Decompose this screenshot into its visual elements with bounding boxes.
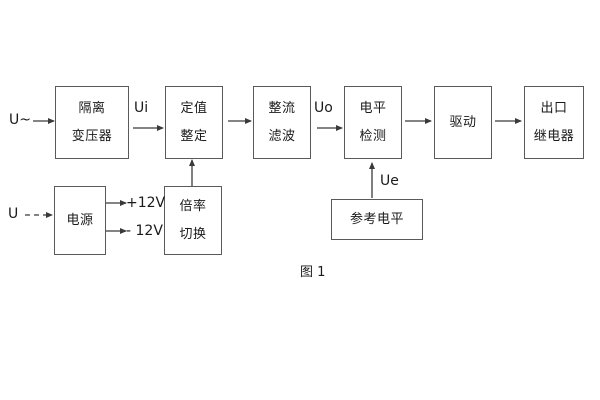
block-reference-level[interactable]: 参考电平 [331,199,423,240]
block-rectify-filter-line-2: 滤波 [268,128,296,144]
block-power-supply[interactable]: 电源 [54,186,106,255]
block-multiplier-switch[interactable]: 倍率 切换 [164,186,222,255]
block-multiplier-switch-line-2: 切换 [179,226,207,242]
label-input-ac: U~ [9,112,31,128]
label-ue: Ue [380,173,399,189]
block-power-supply-line-1: 电源 [66,212,94,228]
block-output-relay[interactable]: 出口 继电器 [524,86,584,159]
block-isolation-transformer-line-2: 变压器 [71,128,113,144]
block-setpoint-adjust-line-2: 整定 [180,128,208,144]
figure-caption: 图 1 [300,265,326,280]
block-setpoint-adjust-line-1: 定值 [180,100,208,116]
block-isolation-transformer-line-1: 隔离 [78,100,106,116]
label-input-dc: U [8,206,19,222]
block-output-relay-line-1: 出口 [540,100,568,116]
block-drive[interactable]: 驱动 [434,86,492,159]
block-output-relay-line-2: 继电器 [533,128,575,144]
block-level-detect[interactable]: 电平 检测 [344,86,402,159]
block-level-detect-line-2: 检测 [359,128,387,144]
block-rectify-filter-line-1: 整流 [268,100,296,116]
block-drive-line-1: 驱动 [449,114,477,130]
label-rail-positive: +12V [126,195,166,211]
block-rectify-filter[interactable]: 整流 滤波 [253,86,311,159]
block-setpoint-adjust[interactable]: 定值 整定 [165,86,223,159]
block-multiplier-switch-line-1: 倍率 [179,198,207,214]
label-ui: Ui [134,100,149,116]
label-uo: Uo [314,100,333,116]
block-level-detect-line-1: 电平 [359,100,387,116]
block-reference-level-line-1: 参考电平 [349,211,404,227]
block-isolation-transformer[interactable]: 隔离 变压器 [55,86,129,159]
label-rail-negative: - 12V [126,223,163,239]
